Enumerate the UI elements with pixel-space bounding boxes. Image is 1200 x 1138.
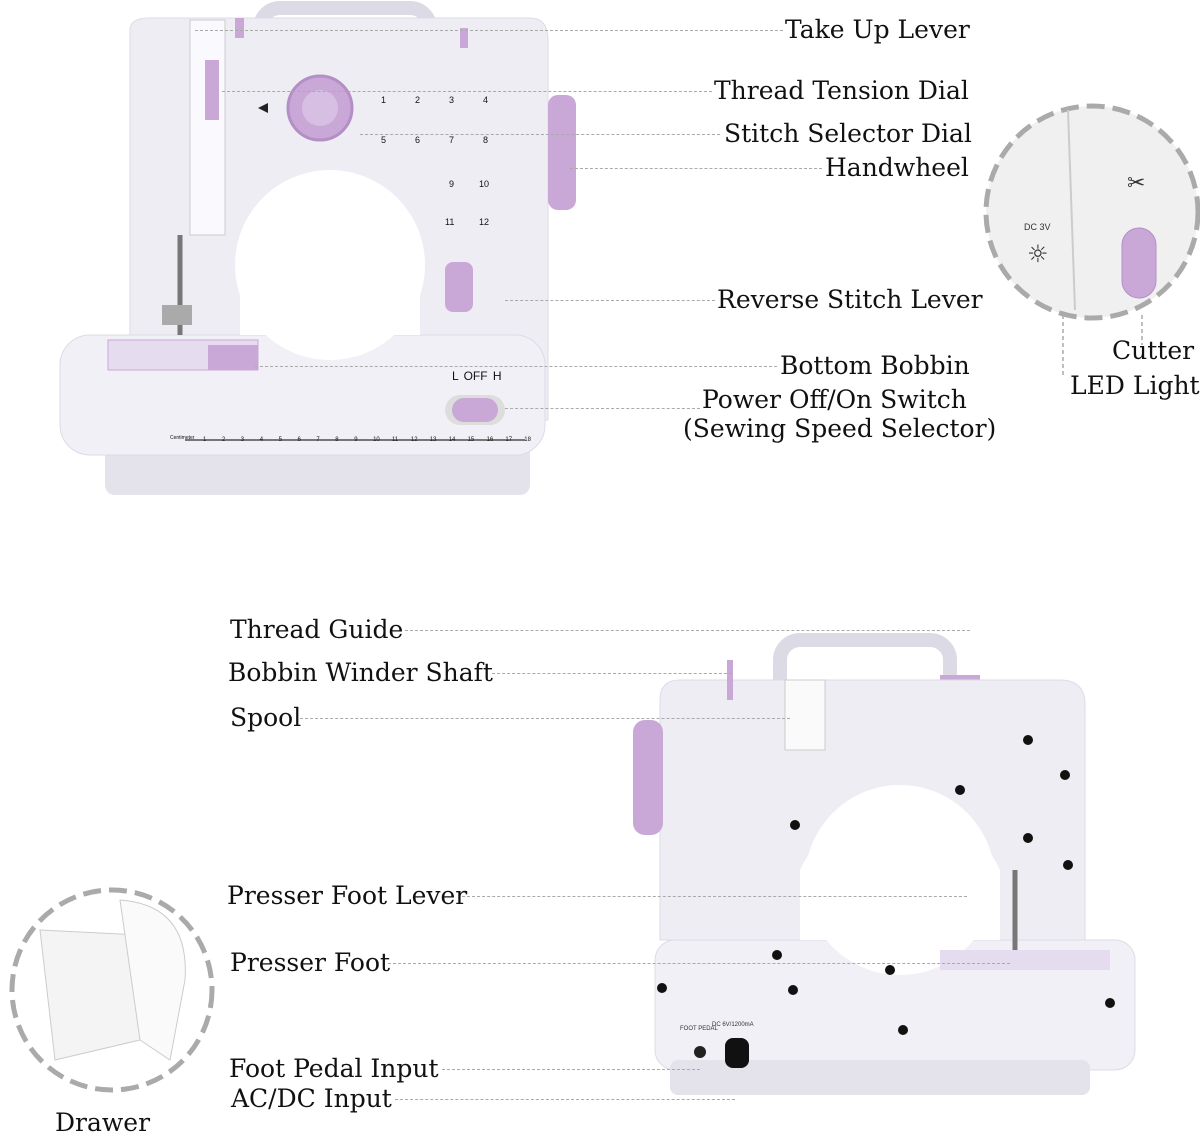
label-bottom-bobbin: Bottom Bobbin [780,351,970,380]
stitch-number: 6 [415,135,421,145]
speed-switch-text: L OFF H [452,369,502,383]
svg-text:☼: ☼ [1027,240,1049,268]
label-cutter: Cutter [1112,336,1195,365]
leader-line [388,963,1010,964]
label-spool: Spool [230,703,302,732]
label-presser-foot-lever: Presser Foot Lever [227,881,468,910]
label-foot-pedal-input: Foot Pedal Input [229,1054,439,1083]
ruler-tick-label: 5 [278,437,282,443]
dc-port-text: DC 6V/1200mA [712,1022,754,1028]
label-handwheel: Handwheel [825,153,969,182]
ruler-tick-label: 15 [467,437,475,443]
leader-line [492,673,732,674]
ruler-tick-label: 11 [392,437,399,443]
leader-line [505,300,715,301]
label-led-light: LED Light [1070,371,1200,400]
ruler-tick-label: 6 [297,437,301,443]
label-thread-tension-dial: Thread Tension Dial [714,76,969,105]
stitch-number: 7 [449,135,455,145]
stitch-number: 1 [381,95,387,105]
label-bobbin-winder-shaft: Bobbin Winder Shaft [228,658,493,687]
label-acdc-input: AC/DC Input [231,1084,392,1113]
ruler-tick-label: 9 [354,437,358,443]
stitch-number: 10 [479,179,490,189]
leader-line [395,1099,735,1100]
label-presser-foot: Presser Foot [230,948,391,977]
sewing-machine-back: FOOT PEDAL DC 6V/1200mA [633,633,1136,1095]
stitch-number: 8 [483,135,489,145]
stitch-number: 11 [445,217,455,227]
label-power-switch: Power Off/On Switch [702,385,967,414]
sewing-machine-front [59,1,576,495]
ruler-tick-label: 13 [429,437,437,443]
leader-line [570,168,822,169]
ruler-tick-label: 7 [316,437,320,443]
stitch-number: 2 [415,95,421,105]
foot-pedal-port-text: FOOT PEDAL [680,1026,719,1032]
label-thread-guide: Thread Guide [230,615,404,644]
ruler-tick-label: 17 [505,437,513,443]
ruler-tick-label: 10 [373,437,380,443]
ruler-tick-label: 12 [410,437,418,443]
leader-line [255,366,777,367]
leader-line [222,91,712,92]
leader-line [360,134,720,135]
ruler-tick-label: 8 [335,437,339,443]
leader-line [505,408,700,409]
label-reverse-stitch-lever: Reverse Stitch Lever [717,285,983,314]
ruler-tick-label: 14 [448,437,456,443]
label-take-up-lever: Take Up Lever [785,15,970,44]
leader-line [195,30,783,31]
leader-line [405,630,970,631]
svg-text:✂: ✂ [1127,171,1145,196]
stitch-number: 5 [381,135,387,145]
stitch-number: 4 [483,95,489,105]
ruler-tick-label: 4 [259,437,264,443]
stitch-number: 12 [479,217,490,227]
dc-label: DC 3V [1024,222,1051,232]
label-speed-selector: (Sewing Speed Selector) [683,414,997,443]
ruler-tick-label: 1 [203,437,207,443]
leader-line [300,718,790,719]
ruler-tick-label: 3 [240,437,245,443]
ruler-tick-label: 18 [524,437,531,443]
leader-line [442,1069,700,1070]
label-stitch-selector-dial: Stitch Selector Dial [724,119,972,148]
inset-drawer [9,887,215,1093]
ruler-tick-label: 2 [221,437,226,443]
ruler-label: Centimeter [170,435,195,441]
leader-line [462,896,967,897]
label-drawer: Drawer [55,1108,151,1137]
stitch-number: 9 [449,179,455,189]
ruler-tick-label: 16 [486,437,494,443]
inset-cutter-led: ✂ ☼ DC 3V [983,103,1200,375]
stitch-number: 3 [449,95,455,105]
